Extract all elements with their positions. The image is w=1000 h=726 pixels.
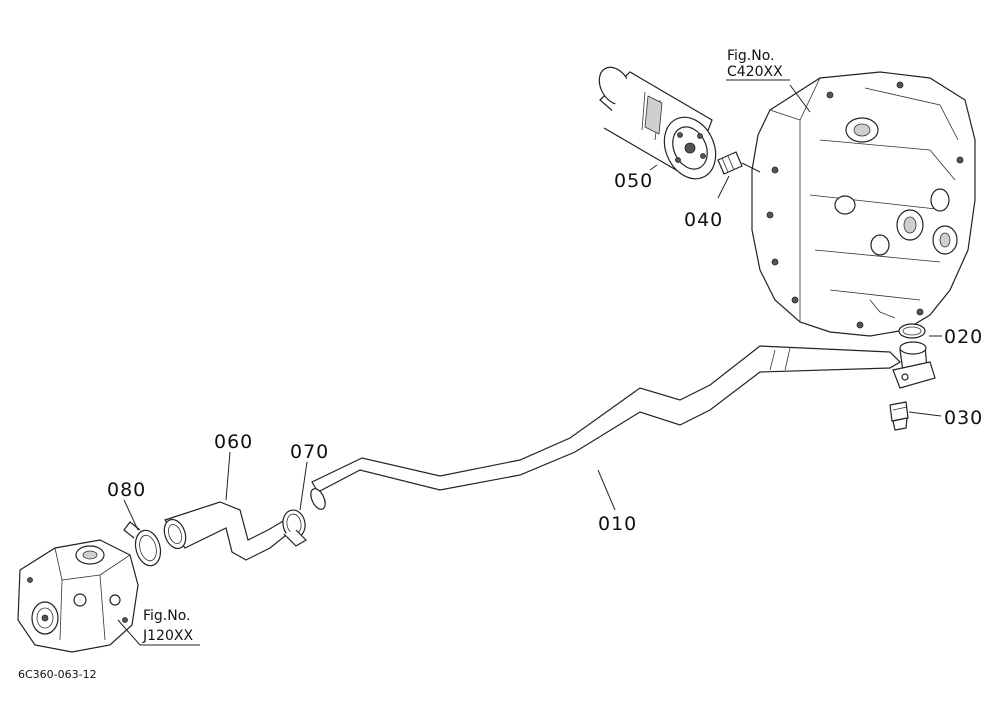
callout-030: 030 (944, 407, 983, 429)
oil-filter (598, 66, 717, 180)
callout-050: 050 (614, 170, 653, 192)
leader-lines (117, 79, 942, 646)
callout-labels: 010 020 030 040 050 060 070 080 (107, 170, 983, 535)
fig-ref-number: C420XX (727, 64, 783, 80)
fig-ref-label: Fig.No. (143, 608, 191, 624)
plug (889, 401, 909, 431)
figure-reference-transmission: Fig.No. C420XX (727, 48, 783, 80)
fig-ref-number: J120XX (142, 628, 193, 644)
delivery-pipe (310, 345, 901, 510)
hydraulic-pump (17, 539, 139, 653)
hose (163, 501, 291, 561)
callout-060: 060 (214, 431, 253, 453)
callout-040: 040 (684, 209, 723, 231)
nipple-fitting (717, 151, 761, 175)
o-ring (898, 323, 926, 339)
callout-070: 070 (290, 441, 329, 463)
transmission-housing (751, 71, 976, 337)
fig-ref-label: Fig.No. (727, 48, 775, 64)
callout-010: 010 (598, 513, 637, 535)
callout-020: 020 (944, 326, 983, 348)
pipe-flange (892, 341, 936, 389)
callout-080: 080 (107, 479, 146, 501)
figure-reference-pump: Fig.No. J120XX (142, 608, 193, 644)
drawing-code: 6C360-063-12 (18, 668, 97, 681)
hose-clamp-070 (282, 509, 307, 547)
hose-clamp-080 (123, 521, 162, 567)
